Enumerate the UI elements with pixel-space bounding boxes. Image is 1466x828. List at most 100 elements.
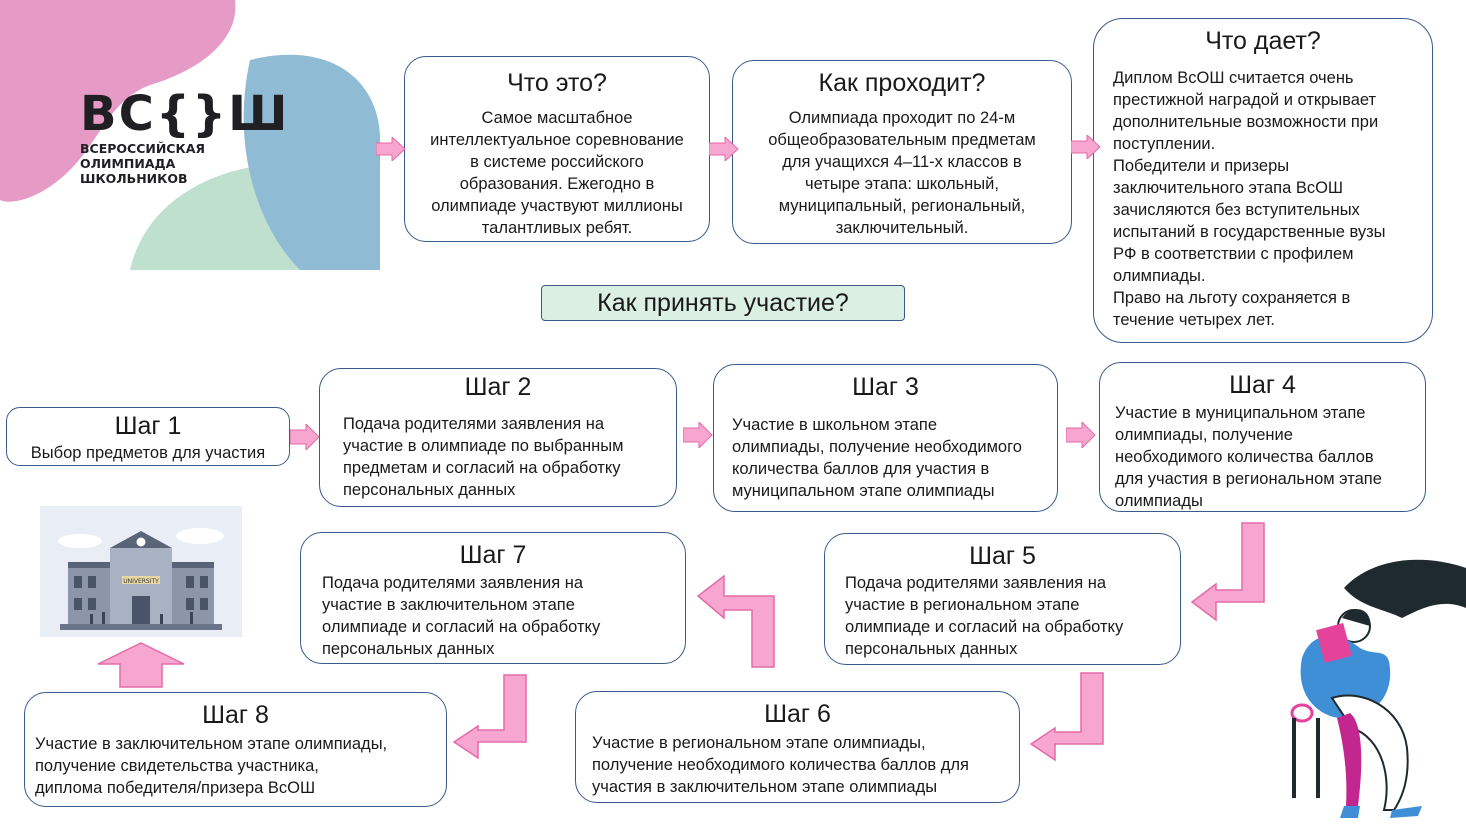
text-line: четыре этапа: школьный, bbox=[805, 175, 999, 193]
text-line: муниципальном этапе олимпиады bbox=[732, 482, 995, 500]
text-line: общеобразовательным предметам bbox=[768, 131, 1036, 149]
university-illustration: UNIVERSITY bbox=[40, 506, 242, 637]
university-building-icon: UNIVERSITY bbox=[58, 528, 224, 630]
info-box-title: Что это? bbox=[507, 69, 607, 97]
step-title: Шаг 7 bbox=[459, 541, 527, 569]
arrow-step2-to-step3 bbox=[683, 422, 713, 448]
text-line: поступлении. bbox=[1113, 135, 1216, 153]
step-box-1: Шаг 1 Выбор предметов для участия bbox=[6, 407, 290, 466]
text-line: персональных данных bbox=[322, 640, 495, 658]
arrow-step1-to-step2 bbox=[290, 424, 320, 450]
text-line: получение свидетельства участника, bbox=[35, 757, 319, 775]
text-line: Олимпиада проходит по 24-м bbox=[788, 109, 1016, 127]
info-box-what: Что это? Самое масштабное интеллектуальн… bbox=[404, 56, 710, 242]
text-line: дополнительные возможности при bbox=[1113, 113, 1379, 131]
text-line: Участие в региональном этапе олимпиады, bbox=[592, 734, 926, 752]
arrow-step6-to-step7 bbox=[696, 574, 775, 668]
step-title: Шаг 3 bbox=[852, 373, 919, 401]
decorative-blobs bbox=[0, 0, 380, 270]
text-line: престижной наградой и открывает bbox=[1113, 91, 1377, 109]
text-line: для учащихся 4–11-х классов в bbox=[782, 153, 1022, 171]
text-line: участия в заключительном этапе олимпиады bbox=[592, 778, 938, 796]
arrow-how-right bbox=[709, 137, 739, 161]
text-line: Право на льготу сохраняется в bbox=[1113, 289, 1351, 307]
text-line: Участие в школьном этапе bbox=[732, 416, 938, 434]
info-box-text: Диплом ВсОШ считается очень престижной н… bbox=[1113, 67, 1428, 331]
text-line: олимпиады. bbox=[1113, 267, 1206, 285]
text-line: участие в олимпиаде по выбранным bbox=[343, 437, 624, 455]
info-box-title: Как проходит? bbox=[818, 69, 986, 97]
logo-subtitle-line: ОЛИМПИАДА bbox=[80, 156, 176, 171]
university-sign: UNIVERSITY bbox=[123, 578, 159, 585]
step-box-5: Шаг 5 Подача родителями заявления на уча… bbox=[824, 533, 1181, 665]
text-line: талантливых ребят. bbox=[481, 219, 633, 237]
text-line: для участия в региональном этапе bbox=[1115, 470, 1382, 488]
text-line: Подача родителями заявления на bbox=[322, 574, 584, 592]
text-line: предметам и согласий на обработку bbox=[343, 459, 621, 477]
text-line: испытаний в государственные вузы bbox=[1113, 223, 1386, 241]
step-box-8: Шаг 8 Участие в заключительном этапе оли… bbox=[24, 692, 447, 807]
step-text: Подача родителями заявления на участие в… bbox=[343, 413, 672, 501]
text-line: заключительного этапа ВсОШ bbox=[1113, 179, 1344, 197]
text-line: заключительный. bbox=[835, 219, 969, 237]
step-box-4: Шаг 4 Участие в муниципальном этапе олим… bbox=[1099, 362, 1426, 512]
step-box-2: Шаг 2 Подача родителями заявления на уча… bbox=[319, 368, 677, 507]
info-box-title: Что дает? bbox=[1205, 27, 1321, 55]
step-text: Выбор предметов для участия bbox=[7, 442, 289, 464]
text-line: олимпиады, получение bbox=[1115, 426, 1293, 444]
text-line: участие в заключительном этапе bbox=[322, 596, 575, 614]
logo-subtitle-line: ВСЕРОССИЙСКАЯ bbox=[80, 141, 205, 156]
info-box-gives: Что дает? Диплом ВсОШ считается очень пр… bbox=[1093, 18, 1433, 343]
logo-subtitle: ВСЕРОССИЙСКАЯ ОЛИМПИАДА ШКОЛЬНИКОВ bbox=[80, 141, 205, 186]
arrow-to-gives bbox=[1071, 135, 1101, 159]
step-text: Участие в региональном этапе олимпиады, … bbox=[592, 732, 1017, 798]
step-box-7: Шаг 7 Подача родителями заявления на уча… bbox=[300, 532, 686, 664]
text-line: Победители и призеры bbox=[1113, 157, 1290, 175]
text-line: Подача родителями заявления на bbox=[343, 415, 605, 433]
step-text: Участие в муниципальном этапе олимпиады,… bbox=[1115, 402, 1423, 512]
text-line: образования. Ежегодно в bbox=[459, 175, 655, 193]
text-line: участие в региональном этапе bbox=[845, 596, 1080, 614]
text-line: Диплом ВсОШ считается очень bbox=[1113, 69, 1354, 87]
info-box-text: Самое масштабное интеллектуальное соревн… bbox=[409, 107, 705, 239]
step-text: Участие в школьном этапе олимпиады, полу… bbox=[732, 414, 1055, 502]
text-line: олимпиады, получение необходимого bbox=[732, 438, 1022, 456]
text-line: олимпиаде участвуют миллионы bbox=[431, 197, 683, 215]
blob-pink bbox=[0, 0, 236, 202]
text-line: интеллектуальное соревнование bbox=[430, 131, 684, 149]
text-line: диплома победителя/призера ВсОШ bbox=[35, 779, 316, 797]
step-box-6: Шаг 6 Участие в региональном этапе олимп… bbox=[575, 691, 1020, 803]
step-title: Шаг 2 bbox=[464, 373, 532, 401]
info-box-text: Олимпиада проходит по 24-м общеобразоват… bbox=[737, 107, 1067, 239]
step-text: Подача родителями заявления на участие в… bbox=[322, 572, 683, 660]
text-line: количества баллов для участия в bbox=[732, 460, 990, 478]
step-title: Шаг 1 bbox=[114, 412, 182, 440]
girl-reading-illustration bbox=[1282, 548, 1466, 823]
step-title: Шаг 8 bbox=[202, 701, 269, 729]
text-line: в системе российского bbox=[470, 153, 644, 171]
arrow-step3-to-step4 bbox=[1066, 422, 1096, 448]
step-title: Шаг 5 bbox=[969, 542, 1036, 570]
step-text: Подача родителями заявления на участие в… bbox=[845, 572, 1178, 660]
arrow-step7-to-step8 bbox=[452, 674, 527, 760]
text-line: зачисляются без вступительных bbox=[1113, 201, 1360, 219]
text-line: Выбор предметов для участия bbox=[30, 444, 266, 462]
text-line: Подача родителями заявления на bbox=[845, 574, 1107, 592]
text-line: олимпиаде и согласий на обработку bbox=[845, 618, 1124, 636]
text-line: персональных данных bbox=[845, 640, 1018, 658]
text-line: РФ в соответствии с профилем bbox=[1113, 245, 1354, 263]
text-line: олимпиады bbox=[1115, 492, 1203, 510]
text-line: муниципальный, региональный, bbox=[778, 197, 1026, 215]
logo-mark: ВС{}Ш bbox=[80, 86, 290, 142]
step-title: Шаг 6 bbox=[764, 700, 831, 728]
logo-area: ВС{}Ш ВСЕРОССИЙСКАЯ ОЛИМПИАДА ШКОЛЬНИКОВ bbox=[0, 0, 380, 270]
step-title: Шаг 4 bbox=[1229, 371, 1296, 399]
text-line: течение четырех лет. bbox=[1113, 311, 1275, 329]
arrow-step5-to-step6 bbox=[1029, 672, 1104, 762]
text-line: необходимого количества баллов bbox=[1115, 448, 1374, 466]
participate-heading: Как принять участие? bbox=[541, 285, 905, 321]
arrow-step4-to-step5 bbox=[1190, 522, 1265, 622]
blob-blue bbox=[243, 54, 380, 270]
step-box-3: Шаг 3 Участие в школьном этапе олимпиады… bbox=[713, 364, 1058, 512]
text-line: Участие в муниципальном этапе bbox=[1115, 404, 1366, 422]
